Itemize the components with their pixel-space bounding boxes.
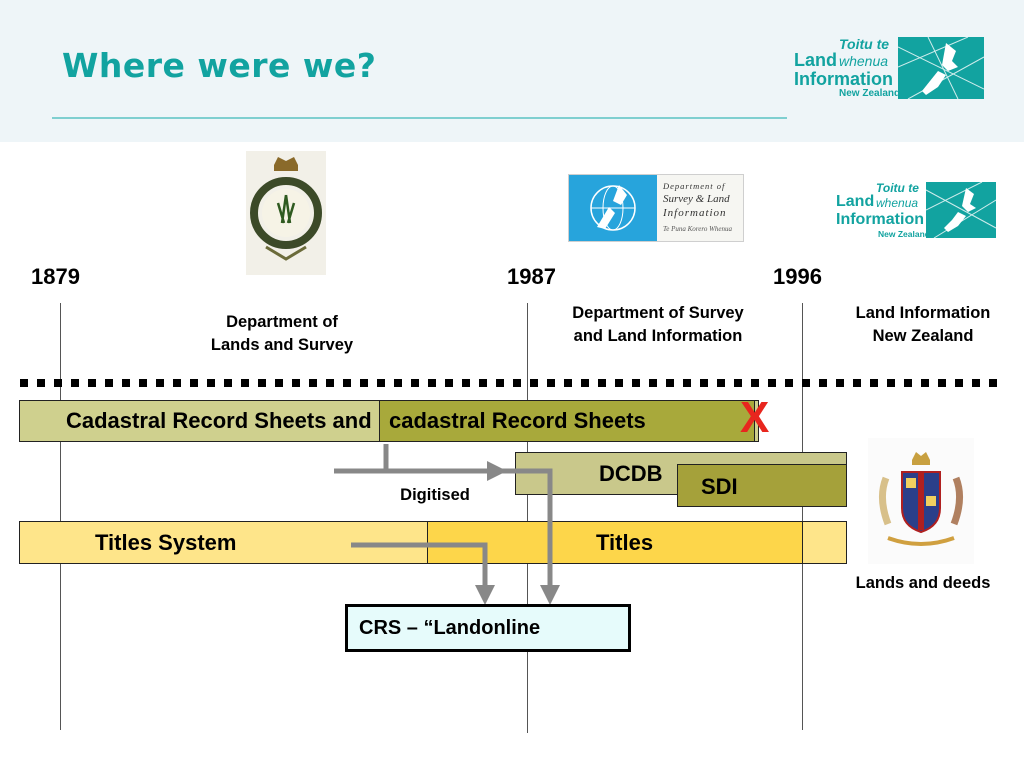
cadastral-new-bar: [379, 400, 755, 442]
dosli-logo-line2: Survey & Land: [663, 193, 730, 205]
era-lands-and-survey-line1: Department of: [226, 313, 338, 331]
title-underline: [52, 117, 787, 119]
sdi-label: SDI: [701, 474, 738, 499]
dosli-logo-tagline: Te Puna Korero Whenua: [663, 225, 733, 233]
nz-map-icon: [898, 37, 984, 99]
linz-logo-information: Information: [836, 211, 924, 228]
dosli-logo-line3: Information: [663, 207, 727, 219]
timeline-line-1879: [60, 303, 61, 730]
lands-and-deeds-annotation: Lands and deeds: [855, 574, 991, 592]
era-lands-and-survey: Department of Lands and Survey: [182, 311, 382, 357]
year-1996: 1996: [773, 264, 822, 289]
dosli-logo: Department of Survey & Land Information …: [568, 174, 744, 242]
era-survey-and-land-information: Department of Survey and Land Informatio…: [538, 302, 778, 348]
linz-logo: Toitu te Land whenua Information New Zea…: [836, 181, 998, 241]
header-logo-country: New Zealand: [839, 88, 901, 99]
year-1879: 1879: [31, 264, 80, 289]
coat-of-arms-icon: [868, 438, 974, 564]
titles-system-label: Titles System: [95, 530, 237, 555]
arrow-cadastral-to-crs: [383, 444, 560, 605]
era-dosli-line2: and Land Information: [573, 327, 743, 345]
sdi-bar: [677, 464, 847, 507]
linz-logo-line1: Toitu te: [876, 181, 919, 195]
era-linz-line1: Land Information: [855, 304, 991, 322]
digitised-annotation: Digitised: [400, 486, 470, 504]
titles-label: Titles: [596, 530, 654, 555]
header-logo-land: Land: [794, 50, 837, 70]
header-logo-information: Information: [794, 69, 893, 89]
globe-icon: [569, 175, 657, 241]
crs-landonline-box: CRS – “Landonline: [345, 604, 631, 652]
header-linz-logo: Toitu te Land whenua Information New Zea…: [792, 34, 986, 102]
era-lands-and-survey-line2: Lands and Survey: [210, 336, 354, 354]
crs-landonline-label: CRS – “Landonline: [359, 617, 541, 639]
era-dosli-line1: Department of Survey: [572, 304, 744, 322]
linz-logo-country: New Zealand: [878, 229, 930, 239]
dcdb-label: DCDB: [599, 461, 663, 486]
era-land-information-nz: Land Information New Zealand: [833, 302, 1013, 348]
dotted-separator: [20, 379, 1004, 387]
discontinued-mark: X: [740, 393, 770, 442]
titles-bar: [427, 521, 803, 564]
year-1987: 1987: [507, 264, 556, 289]
header-logo-whenua: whenua: [839, 53, 889, 69]
crest-icon: [246, 151, 326, 275]
timeline-line-1996: [802, 303, 803, 730]
timeline-line-1987: [527, 303, 528, 733]
cadastral-new-label: cadastral Record Sheets: [389, 408, 646, 433]
era-linz-line2: New Zealand: [872, 327, 974, 345]
linz-logo-whenua: whenua: [876, 196, 919, 210]
slide-header: Where were we?: [0, 0, 1024, 142]
nz-map-icon: [926, 182, 996, 238]
slide-title: Where were we?: [62, 46, 377, 85]
arrow-titles-to-crs: [351, 542, 495, 605]
dosli-logo-line1: Department of: [663, 181, 726, 191]
header-logo-line1: Toitu te: [839, 36, 890, 52]
linz-logo-land: Land: [836, 193, 875, 210]
